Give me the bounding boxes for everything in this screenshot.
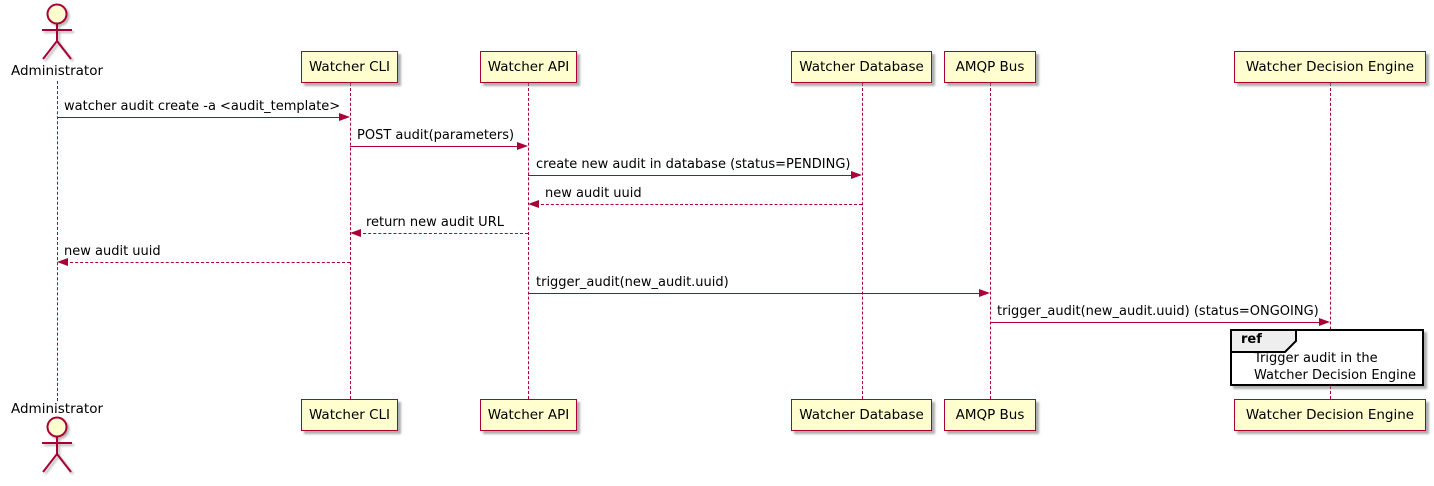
participant-bottom-watcher-cli: Watcher CLI xyxy=(301,399,398,431)
arrowhead-icon xyxy=(517,141,528,150)
actor-label-top: Administrator xyxy=(10,63,104,79)
lifeline-amqp-bus xyxy=(990,83,991,399)
message-label: return new audit URL xyxy=(366,215,504,230)
lifeline-watcher-cli xyxy=(350,83,351,399)
lifeline-administrator xyxy=(57,81,58,401)
arrowhead-icon xyxy=(979,288,990,297)
arrowhead-icon xyxy=(528,199,539,208)
participant-bottom-watcher-decision-engine: Watcher Decision Engine xyxy=(1234,399,1426,431)
actor-label-bottom: Administrator xyxy=(10,401,104,417)
message-line xyxy=(353,233,528,234)
arrowhead-icon xyxy=(1319,317,1330,326)
message-line xyxy=(57,117,347,118)
message-label: POST audit(parameters) xyxy=(357,128,515,143)
message-label: trigger_audit(new_audit.uuid) xyxy=(536,275,729,290)
participant-label: AMQP Bus xyxy=(955,407,1025,423)
arrowhead-icon xyxy=(57,257,68,266)
message-label: create new audit in database (status=PEN… xyxy=(536,157,851,172)
arrowhead-icon xyxy=(851,170,862,179)
message-line xyxy=(531,204,862,205)
ref-text-line1: Trigger audit in the xyxy=(1254,351,1378,366)
ref-keyword: ref xyxy=(1241,332,1262,347)
participant-label: Watcher CLI xyxy=(308,407,391,423)
message-line xyxy=(528,293,987,294)
lifeline-watcher-database xyxy=(862,83,863,399)
message-label: watcher audit create -a <audit_template> xyxy=(64,99,341,114)
message-line xyxy=(350,146,525,147)
participant-bottom-watcher-api: Watcher API xyxy=(480,399,577,431)
ref-fragment: ref Trigger audit in the Watcher Decisio… xyxy=(1230,329,1424,386)
message-line xyxy=(990,322,1327,323)
arrowhead-icon xyxy=(339,112,350,121)
participant-top-amqp-bus: AMQP Bus xyxy=(944,51,1036,83)
participant-label: Watcher API xyxy=(487,59,570,75)
actor-icon xyxy=(33,415,81,486)
participant-top-watcher-api: Watcher API xyxy=(480,51,577,83)
participant-label: Watcher API xyxy=(487,407,570,423)
participant-label: Watcher CLI xyxy=(308,59,391,75)
actor-icon xyxy=(33,2,81,66)
participant-bottom-watcher-database: Watcher Database xyxy=(791,399,932,431)
participant-label: Watcher Database xyxy=(799,407,924,423)
lifeline-watcher-api xyxy=(528,83,529,399)
ref-text-line2: Watcher Decision Engine xyxy=(1254,368,1416,383)
arrowhead-icon xyxy=(350,228,361,237)
lifeline-watcher-decision-engine xyxy=(1330,83,1331,399)
participant-top-watcher-decision-engine: Watcher Decision Engine xyxy=(1234,51,1426,83)
ref-header-pentagon xyxy=(1230,329,1298,357)
message-line xyxy=(60,262,350,263)
message-line xyxy=(528,175,859,176)
participant-label: Watcher Decision Engine xyxy=(1245,59,1415,75)
participant-label: Watcher Database xyxy=(799,59,924,75)
participant-top-watcher-database: Watcher Database xyxy=(791,51,932,83)
participant-label: AMQP Bus xyxy=(955,59,1025,75)
participant-top-watcher-cli: Watcher CLI xyxy=(301,51,398,83)
message-label: new audit uuid xyxy=(545,186,642,201)
message-label: trigger_audit(new_audit.uuid) (status=ON… xyxy=(997,304,1319,319)
participant-label: Watcher Decision Engine xyxy=(1245,407,1415,423)
participant-bottom-amqp-bus: AMQP Bus xyxy=(944,399,1036,431)
message-label: new audit uuid xyxy=(64,244,161,259)
